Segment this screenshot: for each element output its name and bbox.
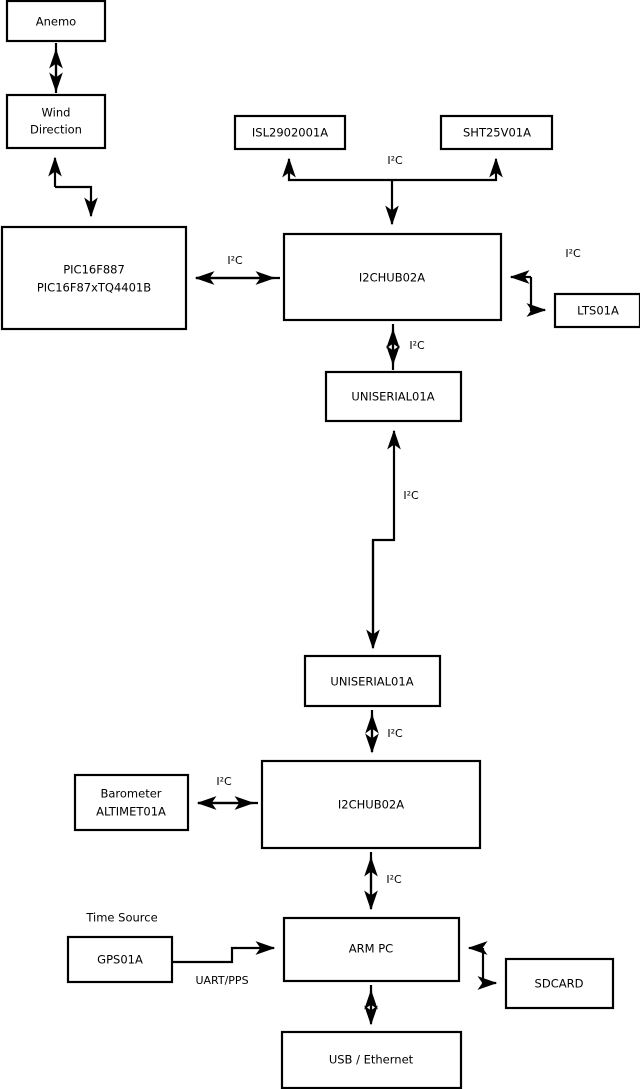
node-label-uni-top: UNISERIAL01A (351, 390, 434, 404)
edge-label-hub-uni: I²C (409, 339, 425, 352)
node-label-usbeth: USB / Ethernet (329, 1053, 414, 1067)
edge-label-uni-hubbot: I²C (387, 727, 403, 740)
node-sdcard[interactable]: SDCARD (504, 957, 615, 1010)
node-isl2902001a[interactable]: ISL2902001A (233, 114, 347, 151)
edge-labels: I²C I²C I²C I²C I²C I²C I²C I²C UART/PPS (195, 154, 581, 987)
edge-label-uni-uni: I²C (403, 489, 419, 502)
edge-uni-uni-up (371, 429, 401, 647)
node-label-isl: ISL2902001A (252, 126, 328, 140)
node-sht25v01a[interactable]: SHT25V01A (439, 114, 554, 151)
node-label-hub-bot: I2CHUB02A (338, 798, 404, 812)
node-label-sdcard: SDCARD (535, 977, 584, 991)
node-label-anemo: Anemo (36, 15, 76, 29)
node-barometer[interactable]: Barometer ALTIMET01A (73, 773, 190, 832)
node-label-pic-line1: PIC16F887 (63, 263, 125, 277)
node-label-wind-line1: Wind (42, 106, 71, 120)
node-uniserial01a-bottom[interactable]: UNISERIAL01A (303, 654, 442, 708)
edge-armpc-sdcard-out (477, 948, 498, 990)
edge-label-hub-sensors: I²C (387, 154, 403, 167)
node-label-baro-line1: Barometer (100, 787, 161, 801)
node-pic-mcu[interactable]: PIC16F887 PIC16F87xTQ4401B (0, 225, 188, 331)
edge-label-hub-lts: I²C (565, 247, 581, 260)
node-label-sht: SHT25V01A (463, 126, 531, 140)
node-label-armpc: ARM PC (349, 942, 393, 956)
node-label-gps: GPS01A (97, 953, 143, 967)
node-label-uni-bot: UNISERIAL01A (330, 675, 413, 689)
label-time-source: Time Source (85, 911, 157, 925)
edge-label-gps-armpc: UART/PPS (195, 974, 248, 987)
edge-gps-armpc (172, 941, 276, 964)
node-label-hub-top: I2CHUB02A (359, 271, 425, 285)
edge-hub-lts-out (526, 277, 547, 317)
node-arm-pc[interactable]: ARM PC (282, 916, 461, 983)
node-label-wind-line2: Direction (30, 123, 82, 137)
node-usb-ethernet[interactable]: USB / Ethernet (280, 1030, 463, 1089)
edge-label-baro-hubbot: I²C (216, 775, 232, 788)
node-wind-direction[interactable]: Wind Direction (5, 93, 107, 150)
edge-hub-bus-right (392, 157, 503, 182)
free-labels: Time Source (85, 911, 157, 925)
node-label-pic-line2: PIC16F87xTQ4401B (37, 281, 151, 295)
node-i2chub02a-top[interactable]: I2CHUB02A (282, 232, 503, 322)
node-uniserial01a-top[interactable]: UNISERIAL01A (324, 370, 463, 423)
node-label-baro-line2: ALTIMET01A (96, 805, 166, 819)
edge-wind-pic-path (55, 185, 98, 218)
node-lts01a[interactable]: LTS01A (553, 292, 640, 329)
connectors (48, 43, 547, 1026)
edge-label-hubbot-armpc: I²C (386, 873, 402, 886)
node-anemo[interactable]: Anemo (5, 0, 107, 43)
edge-label-pic-hub: I²C (227, 254, 243, 267)
node-label-lts: LTS01A (577, 304, 619, 318)
edge-hub-bus-left (282, 157, 392, 182)
node-i2chub02a-bottom[interactable]: I2CHUB02A (260, 759, 482, 850)
node-gps01a[interactable]: GPS01A (66, 935, 174, 984)
